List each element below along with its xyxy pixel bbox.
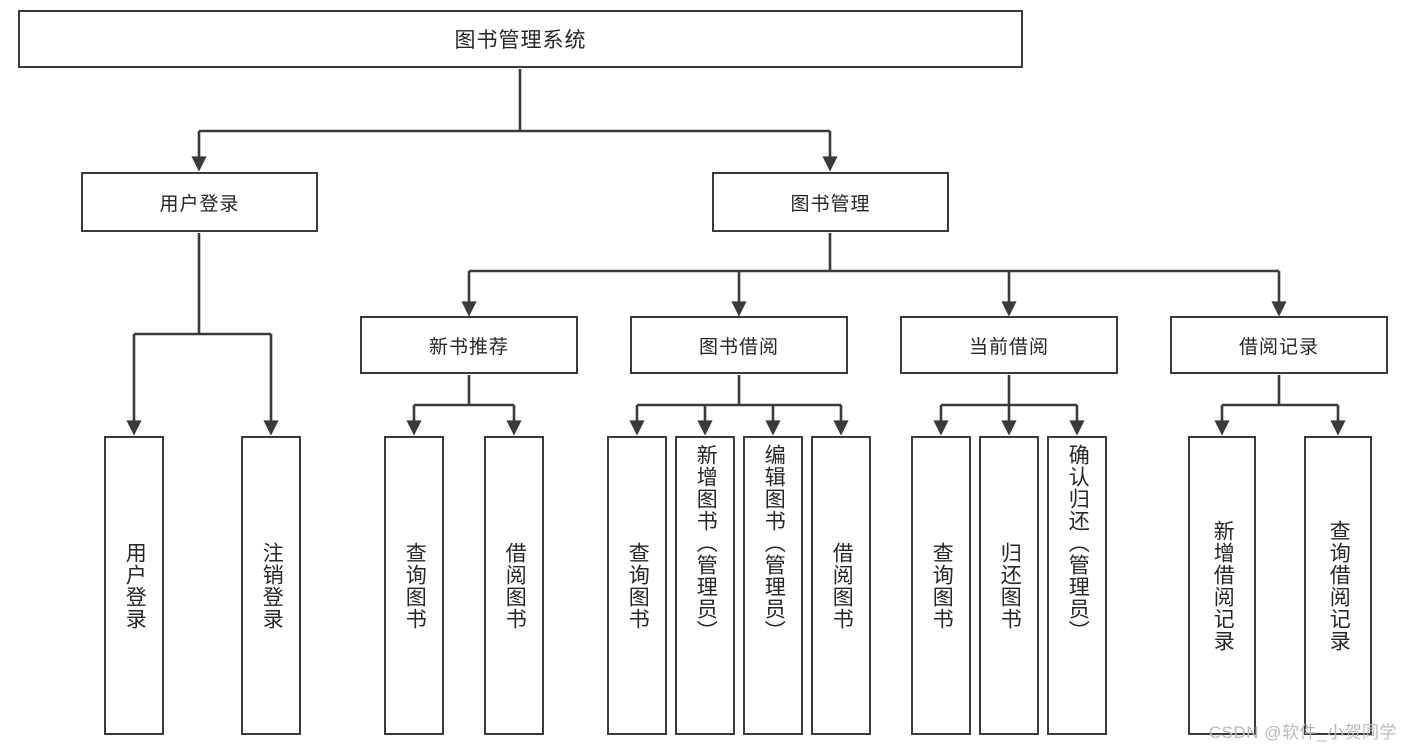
node-current-borrow-label: 当前借阅 (968, 336, 1049, 358)
leaf-query-book-2-label: 查询图书 (626, 541, 650, 630)
leaf-query-book-1-label: 查询图书 (403, 541, 427, 630)
node-book-borrow[interactable]: 图书借阅 (630, 316, 848, 374)
node-new-book-recommend[interactable]: 新书推荐 (360, 316, 578, 374)
leaf-edit-book-admin-label: 编辑图书（管理员） (762, 444, 786, 642)
leaf-query-book-2[interactable]: 查询图书 (607, 436, 667, 735)
leaf-return-book[interactable]: 归还图书 (979, 436, 1039, 735)
leaf-borrow-book-2[interactable]: 借阅图书 (811, 436, 871, 735)
leaf-query-book-3[interactable]: 查询图书 (911, 436, 971, 735)
leaf-confirm-return-admin-label: 确认归还（管理员） (1066, 444, 1090, 642)
leaf-edit-book-admin[interactable]: 编辑图书（管理员） (743, 436, 803, 735)
leaf-query-book-1[interactable]: 查询图书 (384, 436, 444, 735)
node-borrow-record-label: 借阅记录 (1238, 336, 1319, 358)
leaf-query-borrow-record[interactable]: 查询借阅记录 (1304, 436, 1372, 735)
node-borrow-record[interactable]: 借阅记录 (1170, 316, 1388, 374)
node-user-login-label: 用户登录 (159, 193, 240, 215)
leaf-add-borrow-record-label: 新增借阅记录 (1211, 519, 1235, 652)
node-book-manage-label: 图书管理 (790, 193, 871, 215)
node-book-manage[interactable]: 图书管理 (712, 172, 949, 232)
leaf-logout-login-label: 注销登录 (260, 541, 284, 630)
node-new-book-recommend-label: 新书推荐 (428, 336, 509, 358)
node-current-borrow[interactable]: 当前借阅 (900, 316, 1118, 374)
leaf-add-book-admin[interactable]: 新增图书（管理员） (675, 436, 735, 735)
leaf-borrow-book-2-label: 借阅图书 (830, 541, 854, 630)
leaf-user-login[interactable]: 用户登录 (104, 436, 164, 735)
leaf-confirm-return-admin[interactable]: 确认归还（管理员） (1047, 436, 1107, 735)
leaf-logout-login[interactable]: 注销登录 (241, 436, 301, 735)
leaf-add-book-admin-label: 新增图书（管理员） (694, 444, 718, 642)
leaf-add-borrow-record[interactable]: 新增借阅记录 (1188, 436, 1256, 735)
node-root[interactable]: 图书管理系统 (18, 10, 1023, 68)
leaf-return-book-label: 归还图书 (998, 541, 1022, 630)
leaf-borrow-book-1[interactable]: 借阅图书 (484, 436, 544, 735)
csdn-watermark: CSDN @软件_小贺同学 (1208, 723, 1397, 742)
leaf-user-login-label: 用户登录 (123, 541, 147, 630)
leaf-borrow-book-1-label: 借阅图书 (503, 541, 527, 630)
node-root-label: 图书管理系统 (454, 29, 587, 52)
node-user-login[interactable]: 用户登录 (81, 172, 318, 232)
leaf-query-borrow-record-label: 查询借阅记录 (1327, 519, 1351, 652)
leaf-query-book-3-label: 查询图书 (930, 541, 954, 630)
node-book-borrow-label: 图书借阅 (698, 336, 779, 358)
